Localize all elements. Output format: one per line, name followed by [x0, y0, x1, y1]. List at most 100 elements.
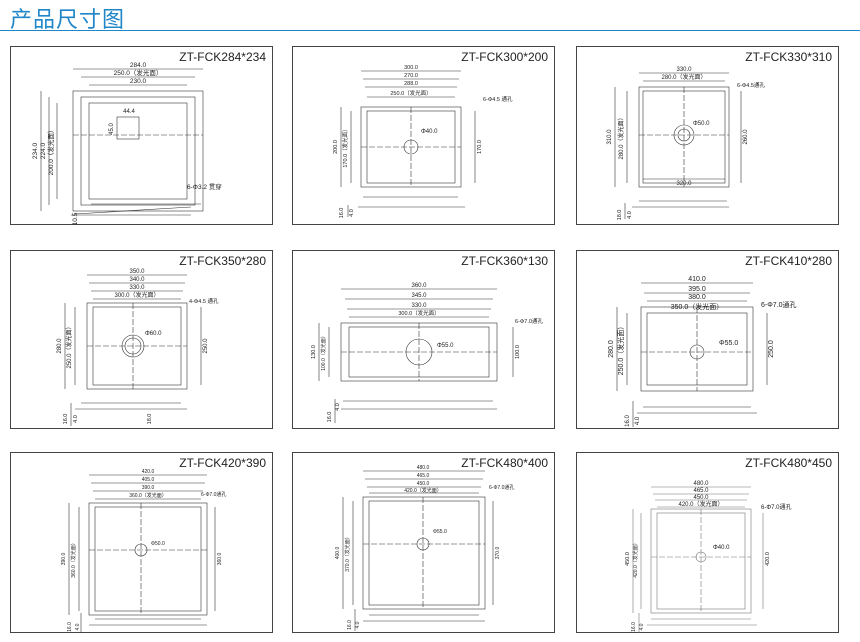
- model-label: ZT-FCK420*390: [179, 456, 266, 470]
- dim-width-2: 405.0: [142, 477, 155, 483]
- dim-thickness-2: 4.0: [639, 623, 645, 630]
- dim-width-3: 288.0: [404, 81, 418, 87]
- dim-width-2: 340.0: [129, 277, 145, 283]
- dim-height-2: 280.0（发光面）: [617, 114, 625, 159]
- hole-diameter: Φ40.0: [713, 545, 730, 551]
- dim-thickness-2: 4.0: [355, 621, 361, 628]
- dim-width-3: 450.0: [417, 481, 430, 487]
- dimension-drawing: [40, 68, 204, 216]
- dim-height-3: 200.0（发光面）: [46, 127, 55, 176]
- dimension-drawing: [614, 72, 742, 219]
- dim-thickness: 16.0: [63, 414, 69, 425]
- dim-thickness: 16.0: [347, 620, 353, 630]
- dim-width-4: 420.0（发光面）: [678, 500, 723, 508]
- dim-height-3: 250.0: [203, 338, 209, 354]
- dim-outer-width: 480.0: [417, 465, 430, 471]
- dim-outer-height: 450.0: [625, 552, 631, 566]
- hole-spec: 6-Φ7.0通孔: [515, 317, 543, 325]
- dim-outer-width: 300.0: [404, 65, 418, 71]
- dim-height-2: 420.0（发光面）: [632, 540, 639, 578]
- drawing-panel-480x400: ZT-FCK480*400 480.0 465.0 450.0 420.0（发光…: [292, 452, 555, 633]
- dim-outer-width: 350.0: [129, 269, 145, 275]
- hole-spec: 6-Φ4.5通孔: [737, 81, 765, 89]
- dim-thickness: 16.0: [67, 622, 73, 632]
- dim-thickness: 16.0: [339, 208, 345, 219]
- dim-height-3: 370.0: [495, 547, 501, 560]
- dim-width-3: 330.0: [129, 285, 145, 291]
- dim-outer-width: 420.0: [142, 469, 155, 475]
- dim-thickness: 16.0: [327, 412, 333, 423]
- dim-thickness-2: 4.0: [75, 623, 81, 630]
- hole-spec: 4-Φ4.5 通孔: [189, 297, 219, 305]
- dim-width-4: 250.0（发光面）: [390, 89, 431, 97]
- dim-width-2: 345.0: [411, 293, 427, 299]
- dim-square-width: 44.4: [123, 109, 135, 115]
- dim-width-4: 300.0（发光面）: [114, 291, 159, 299]
- dim-outer-height: 234.0: [32, 142, 39, 159]
- dim-thickness-2: 4.0: [627, 211, 633, 219]
- dim-outer-width: 330.0: [676, 67, 692, 73]
- dim-width-3: 380.0: [688, 294, 706, 301]
- dim-height-2: 250.0（发光面）: [65, 323, 73, 368]
- model-label: ZT-FCK284*234: [179, 50, 266, 64]
- dimension-drawing: [318, 288, 514, 423]
- dim-thickness: 10.5: [72, 212, 79, 225]
- dim-height-3: 260.0: [743, 129, 749, 145]
- dim-thickness-2: 4.0: [349, 209, 355, 217]
- dim-width-3: 450.0: [693, 495, 709, 501]
- drawing-panel-300x200: ZT-FCK300*200 300.0 270.0 288.0 250.0（发光…: [292, 46, 555, 225]
- dim-outer-height: 310.0: [607, 129, 613, 145]
- dim-outer-height: 200.0: [333, 140, 339, 154]
- dim-height-2: 250.0（发光面）: [616, 323, 625, 376]
- hole-spec: 6-Φ7.0通孔: [761, 300, 797, 309]
- dimension-drawing: [632, 486, 764, 633]
- drawing-panel-360x130: ZT-FCK360*130 360.0 345.0 330.0 300.0（发光…: [292, 250, 555, 429]
- dim-width-2: 465.0: [693, 488, 709, 494]
- hole-spec: 6-Φ4.5 通孔: [483, 95, 513, 103]
- hole-spec: 6-Φ7.0通孔: [201, 491, 226, 498]
- hole-diameter: Φ55.0: [433, 529, 447, 535]
- dim-width-3: 320.0: [676, 181, 692, 187]
- page-title: 产品尺寸图: [10, 8, 126, 33]
- dim-thickness-2: 4.0: [335, 403, 341, 411]
- dim-outer-height: 400.0: [335, 547, 341, 560]
- dim-outer-width: 284.0: [130, 62, 147, 69]
- dim-thickness: 16.0: [625, 415, 631, 427]
- dimension-drawing: [340, 70, 476, 217]
- dim-width-3: 390.0: [142, 485, 155, 491]
- dim-width-2: 280.0（发光面）: [661, 73, 706, 81]
- hole-diameter: Φ55.0: [437, 343, 454, 349]
- dim-thickness-3: 18.0: [147, 414, 153, 425]
- hole-diameter: Φ40.0: [421, 129, 438, 135]
- dim-height-2: 370.0（发光面）: [344, 534, 351, 572]
- model-label: ZT-FCK300*200: [461, 50, 548, 64]
- drawing-panel-410x280: ZT-FCK410*280 410.0 395.0 380.0 350.0（发光…: [576, 250, 839, 429]
- dim-width-3: 330.0: [411, 303, 427, 309]
- dim-square-height: 45.0: [109, 123, 115, 135]
- dim-height-3: 170.0: [477, 140, 483, 154]
- hole-diameter: Φ50.0: [693, 121, 710, 127]
- hole-diameter: Φ60.0: [145, 331, 162, 337]
- dim-outer-height: 390.0: [61, 553, 67, 566]
- dimension-drawing: [68, 474, 216, 633]
- model-label: ZT-FCK350*280: [179, 254, 266, 268]
- dim-height-2: 360.0（发光面）: [70, 540, 77, 578]
- dim-outer-height: 280.0: [57, 338, 63, 354]
- dim-height-2: 100.0（发光面）: [320, 333, 327, 371]
- model-label: ZT-FCK480*450: [745, 456, 832, 470]
- title-divider: [0, 30, 860, 31]
- hole-diameter: Φ55.0: [719, 340, 738, 347]
- dimension-drawing: [64, 274, 202, 426]
- dimension-drawing: [616, 282, 768, 427]
- dim-outer-width: 410.0: [688, 276, 706, 283]
- dim-width-2: 395.0: [688, 286, 706, 293]
- model-label: ZT-FCK330*310: [745, 50, 832, 64]
- dim-height-3: 420.0: [765, 552, 771, 566]
- dim-width-2: 270.0: [404, 73, 418, 79]
- drawing-panel-350x280: ZT-FCK350*280 350.0 340.0 330.0 300.0（发光…: [10, 250, 273, 429]
- model-label: ZT-FCK360*130: [461, 254, 548, 268]
- dim-width-2: 250.0（发光面）: [114, 68, 163, 77]
- drawing-panel-284x234: ZT-FCK284*234 284.0 250.0（发光面） 230.0 234…: [10, 46, 273, 225]
- hole-spec: 6-Φ7.0通孔: [761, 503, 791, 511]
- drawing-panel-330x310: ZT-FCK330*310 330.0 280.0（发光面） 320.0 310…: [576, 46, 839, 225]
